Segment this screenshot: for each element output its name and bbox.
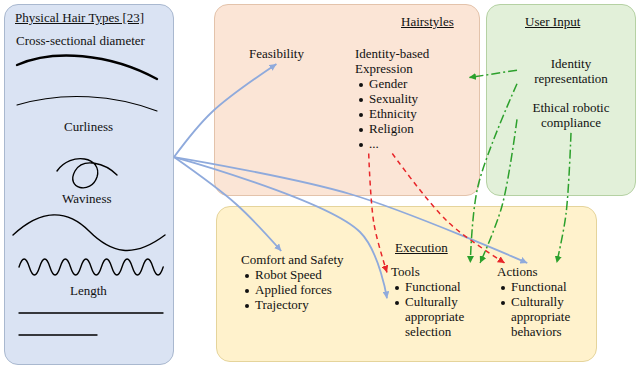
- connector: [174, 157, 281, 251]
- bullet-dot: [359, 83, 363, 87]
- bullet-item: Trajectory: [255, 298, 309, 313]
- tight-wave: [19, 259, 163, 275]
- bullet-dot: [245, 274, 249, 278]
- text-holder: Identity representation: [521, 57, 621, 87]
- bullet-item: ...: [369, 137, 379, 152]
- bullet-row: Religion: [355, 122, 465, 137]
- label-holder: Waviness: [62, 192, 112, 207]
- bullet-dot: [245, 289, 249, 293]
- bullet-item: Gender: [369, 77, 407, 92]
- node-label: Feasibility: [249, 47, 304, 62]
- text-holder: Identity-based Expression: [355, 47, 465, 77]
- connector: [392, 154, 504, 263]
- label-holder: Length: [70, 284, 107, 299]
- connector: [469, 70, 517, 77]
- text-holder: Tools: [391, 265, 481, 280]
- region-panel: Comfort and SafetyRobot SpeedApplied for…: [216, 206, 597, 362]
- hair-type-label: Curliness: [64, 120, 113, 135]
- bullet-row: ...: [355, 137, 465, 152]
- bullet-item: Religion: [369, 122, 414, 137]
- bullet-row: Robot Speed: [241, 268, 344, 283]
- text-group: Identity representation: [517, 55, 625, 89]
- connector: [470, 84, 517, 263]
- region-panel: Identity representationEthical robotic c…: [486, 4, 636, 196]
- text-group: Feasibility: [245, 45, 308, 64]
- bullet-dot: [359, 113, 363, 117]
- bullet-item: Functional: [511, 280, 567, 295]
- bullet-dot: [501, 286, 505, 290]
- text-group: Identity-based ExpressionGenderSexuality…: [351, 45, 469, 154]
- bullet-row: Applied forces: [241, 283, 344, 298]
- node-label: Ethical robotic compliance: [521, 101, 621, 131]
- bullet-row: Sexuality: [355, 92, 465, 107]
- node-label: Identity representation: [521, 57, 621, 87]
- panel-heading: User Input: [525, 15, 580, 30]
- text-holder: Actions: [497, 265, 587, 280]
- panel-heading: Execution: [395, 241, 448, 256]
- bullet-item: Ethnicity: [369, 107, 417, 122]
- connector: [174, 157, 387, 298]
- connector: [174, 64, 276, 157]
- connector: [480, 119, 517, 263]
- connector: [174, 157, 527, 263]
- short-hair-line: [19, 334, 97, 335]
- hair-type-illustration: [5, 5, 175, 366]
- region-panel: Feasibility Identity-based ExpressionGend…: [214, 4, 480, 196]
- bullet-item: Sexuality: [369, 92, 418, 107]
- bullet-row: Trajectory: [241, 298, 344, 313]
- text-holder: Ethical robotic compliance: [521, 101, 621, 131]
- bullet-row: Gender: [355, 77, 465, 92]
- bullet-item: Functional: [405, 280, 461, 295]
- group-heading: Identity-based Expression: [355, 47, 465, 77]
- bullet-item: Robot Speed: [255, 268, 322, 283]
- text-group: Comfort and SafetyRobot SpeedApplied for…: [237, 251, 348, 315]
- group-heading: Tools: [391, 265, 420, 280]
- text-group: ToolsFunctionalCulturally appropriate se…: [387, 263, 485, 342]
- bullet-row: Culturally appropriate selection: [391, 295, 481, 340]
- bullet-item: Applied forces: [255, 283, 332, 298]
- label-holder: Cross-sectional diameter: [16, 34, 145, 49]
- text-group: ActionsFunctionalCulturally appropriate …: [493, 263, 591, 342]
- bullet-row: Functional: [497, 280, 587, 295]
- bullet-dot: [501, 301, 505, 305]
- heading-holder: Hairstyles: [401, 15, 454, 30]
- group-heading: Actions: [497, 265, 537, 280]
- thin-hair-curve: [17, 96, 157, 111]
- bullet-row: Culturally appropriate behaviors: [497, 295, 587, 340]
- bullet-dot: [395, 286, 399, 290]
- heading-holder: Execution: [395, 241, 448, 256]
- bullet-item: Culturally appropriate behaviors: [511, 295, 587, 340]
- bullet-item: Culturally appropriate selection: [405, 295, 481, 340]
- wave-curve: [13, 215, 165, 250]
- bullet-dot: [395, 301, 399, 305]
- long-hair-line: [19, 312, 163, 313]
- bullet-row: Functional: [391, 280, 481, 295]
- hair-type-label: Length: [70, 284, 107, 299]
- thick-hair-curve: [17, 56, 157, 79]
- hair-type-label: Waviness: [62, 192, 112, 207]
- text-holder: Feasibility: [249, 47, 304, 62]
- connector: [369, 154, 387, 273]
- connector: [557, 133, 571, 263]
- heading-holder: User Input: [525, 15, 580, 30]
- bullet-dot: [359, 128, 363, 132]
- label-holder: Curliness: [64, 120, 113, 135]
- bullet-dot: [359, 143, 363, 147]
- bullet-row: Ethnicity: [355, 107, 465, 122]
- text-group: Ethical robotic compliance: [517, 99, 625, 133]
- text-holder: Comfort and Safety: [241, 253, 344, 268]
- panel-heading: Hairstyles: [401, 15, 454, 30]
- bullet-dot: [245, 304, 249, 308]
- group-heading: Comfort and Safety: [241, 253, 344, 268]
- hair-type-label: Cross-sectional diameter: [16, 34, 145, 49]
- bullet-dot: [359, 98, 363, 102]
- heading-holder: Physical Hair Types [23]: [15, 11, 144, 26]
- panel-heading: Physical Hair Types [23]: [15, 11, 144, 26]
- curl-loop: [57, 159, 117, 188]
- region-panel: Physical Hair Types [23]: [4, 4, 174, 365]
